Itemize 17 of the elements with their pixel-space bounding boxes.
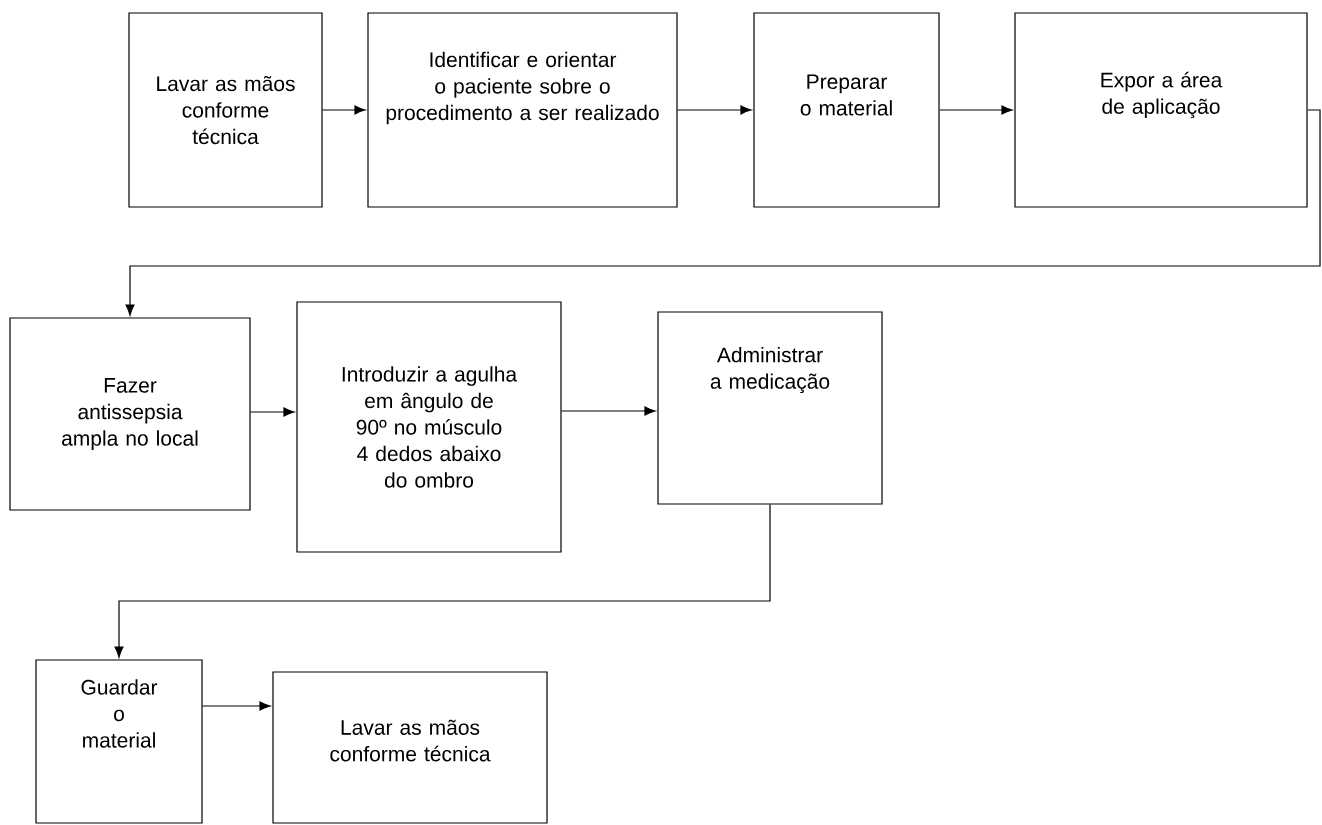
process-box: Lavar as mãos conforme técnica <box>128 12 323 208</box>
arrow <box>250 407 295 417</box>
process-box: Expor a área de aplicação <box>1014 12 1308 208</box>
arrow <box>322 105 366 115</box>
process-box: Fazer antissepsia ampla no local <box>9 317 251 511</box>
arrow <box>677 105 752 115</box>
process-box: Identificar e orientar o paciente sobre o procedimento a ser realizado <box>367 12 678 208</box>
arrow <box>202 701 271 711</box>
process-box: Preparar o material <box>753 12 940 208</box>
arrow <box>114 504 771 658</box>
arrow <box>125 109 1321 316</box>
arrow <box>561 406 656 416</box>
process-box: Administrar a medicação <box>657 311 883 505</box>
arrow <box>939 105 1013 115</box>
process-box: Lavar as mãos conforme técnica <box>272 671 548 824</box>
process-box: Guardar o material <box>35 659 203 824</box>
process-box: Introduzir a agulha em ângulo de 90º no músculo 4 dedos abaixo do ombro <box>296 301 562 553</box>
